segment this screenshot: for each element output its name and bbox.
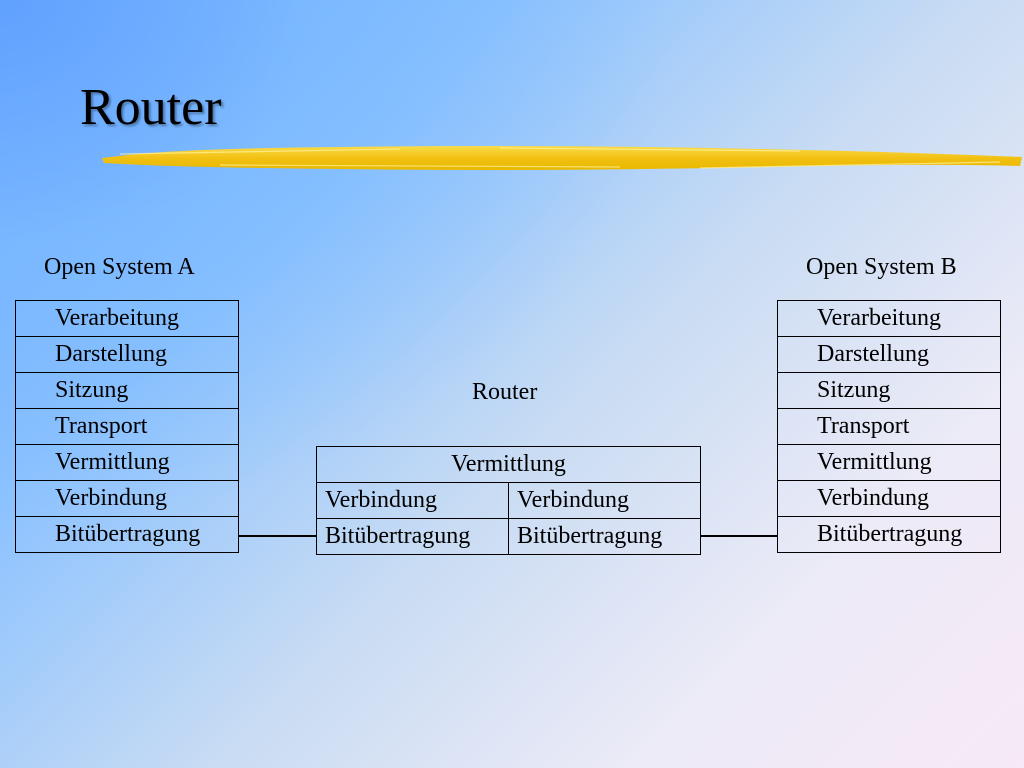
router-label: Router xyxy=(472,379,538,405)
layer-b-sitzung: Sitzung xyxy=(777,372,1001,409)
layer-a-darstellung: Darstellung xyxy=(15,336,239,373)
connection-line-router-to-b xyxy=(701,535,777,537)
layer-a-bituebertragung: Bitübertragung xyxy=(15,516,239,553)
open-system-b-label: Open System B xyxy=(806,254,957,280)
layer-b-darstellung: Darstellung xyxy=(777,336,1001,373)
layer-b-transport: Transport xyxy=(777,408,1001,445)
layer-b-bituebertragung: Bitübertragung xyxy=(777,516,1001,553)
router-bituebertragung-right: Bitübertragung xyxy=(508,518,701,555)
router-vermittlung: Vermittlung xyxy=(316,446,701,483)
layer-a-verbindung: Verbindung xyxy=(15,480,239,517)
router-layer-stack: Vermittlung Verbindung Verbindung Bitübe… xyxy=(316,446,701,555)
layer-a-transport: Transport xyxy=(15,408,239,445)
open-system-a-label: Open System A xyxy=(44,254,195,280)
router-bituebertragung-left: Bitübertragung xyxy=(316,518,509,555)
connection-line-a-to-router xyxy=(239,535,316,537)
layer-a-sitzung: Sitzung xyxy=(15,372,239,409)
layer-a-verarbeitung: Verarbeitung xyxy=(15,300,239,337)
layer-b-verarbeitung: Verarbeitung xyxy=(777,300,1001,337)
router-verbindung-left: Verbindung xyxy=(316,482,509,519)
layer-b-vermittlung: Vermittlung xyxy=(777,444,1001,481)
open-system-a-layer-stack: Verarbeitung Darstellung Sitzung Transpo… xyxy=(15,300,239,553)
open-system-b-layer-stack: Verarbeitung Darstellung Sitzung Transpo… xyxy=(777,300,1001,553)
router-verbindung-right: Verbindung xyxy=(508,482,701,519)
yellow-brush-stroke-decoration xyxy=(102,145,1022,171)
layer-a-vermittlung: Vermittlung xyxy=(15,444,239,481)
slide-title: Router xyxy=(80,79,222,136)
layer-b-verbindung: Verbindung xyxy=(777,480,1001,517)
